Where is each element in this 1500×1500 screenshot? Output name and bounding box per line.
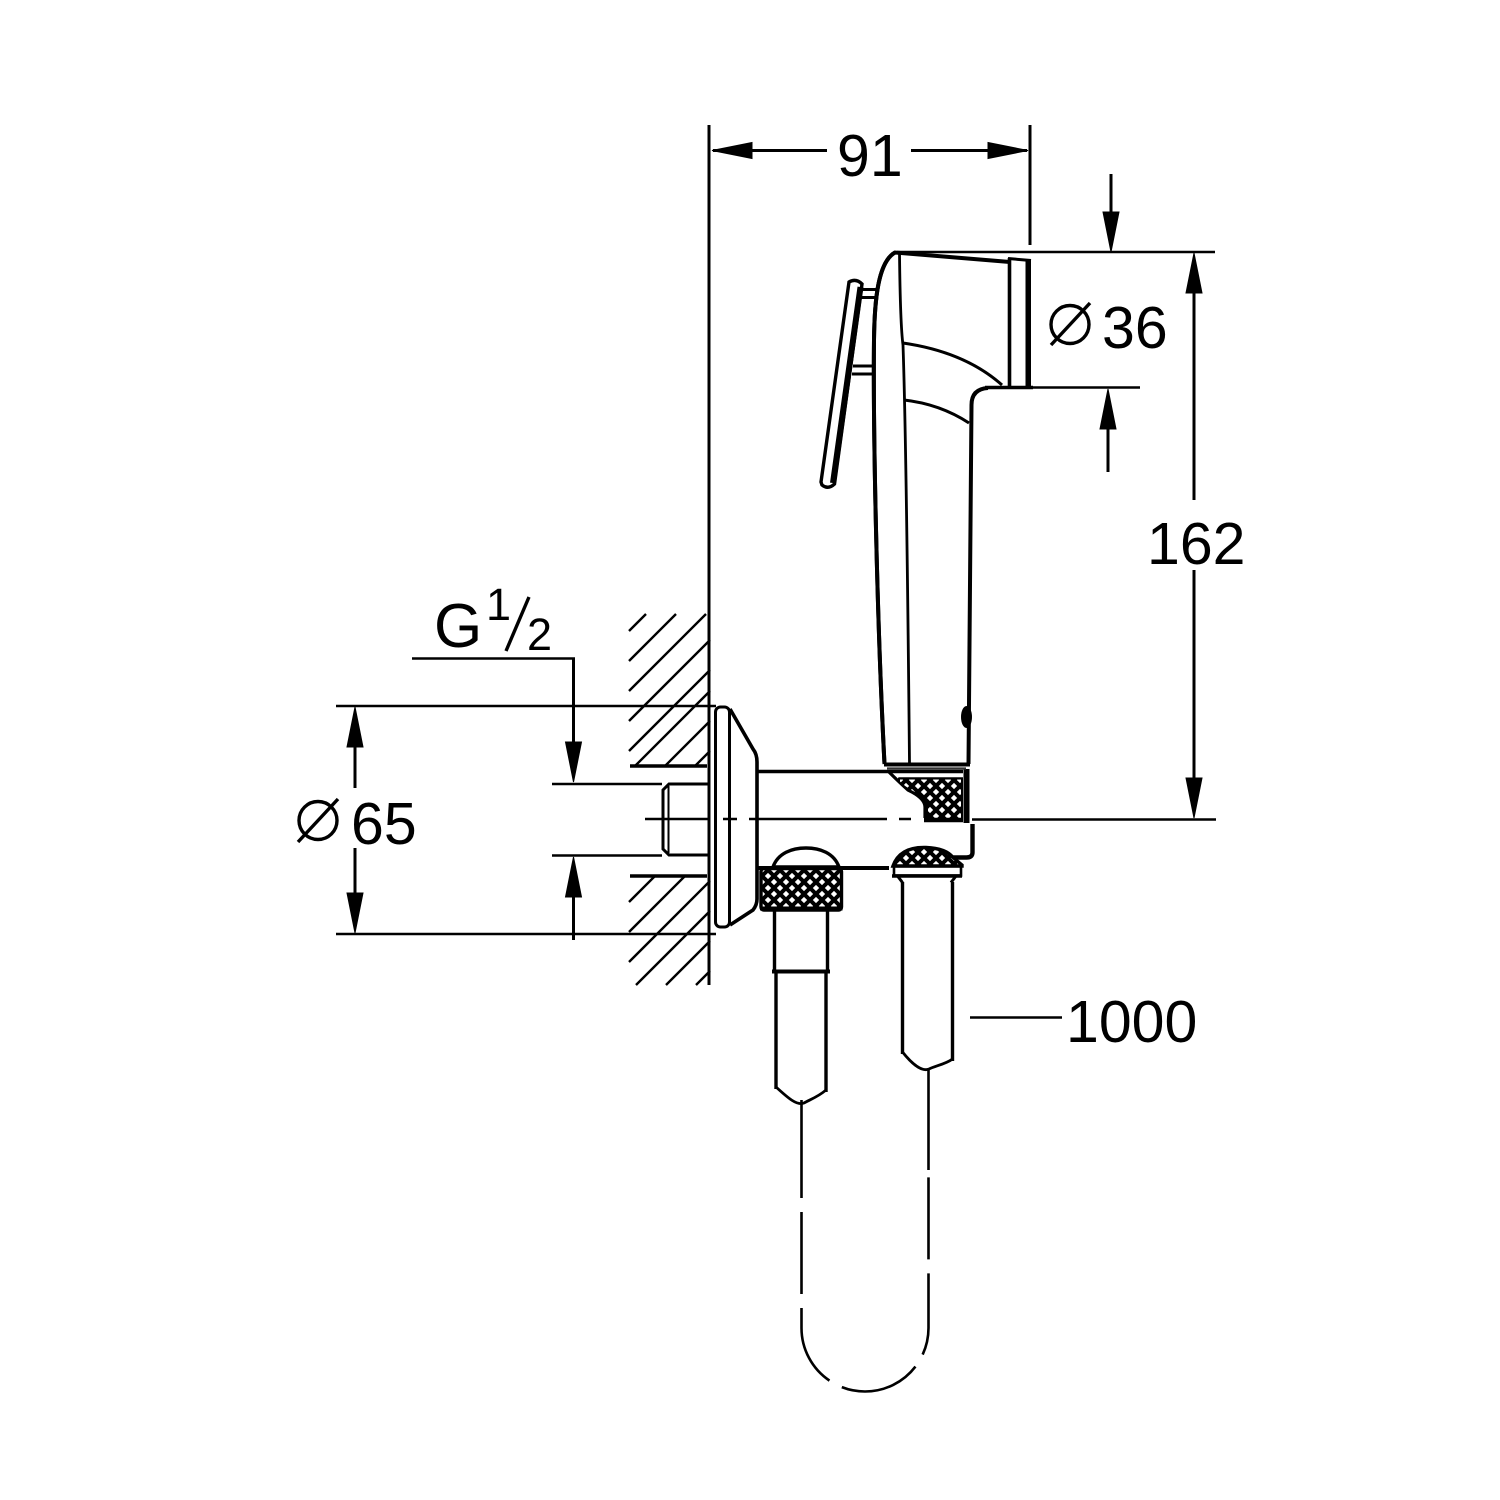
svg-text:162: 162 <box>1147 511 1245 577</box>
svg-text:36: 36 <box>1102 295 1168 361</box>
svg-text:2: 2 <box>527 609 552 660</box>
svg-text:1000: 1000 <box>1066 989 1197 1055</box>
svg-text:G: G <box>434 592 482 661</box>
svg-text:1: 1 <box>486 579 511 630</box>
svg-text:65: 65 <box>351 791 417 857</box>
svg-text:91: 91 <box>837 123 903 189</box>
